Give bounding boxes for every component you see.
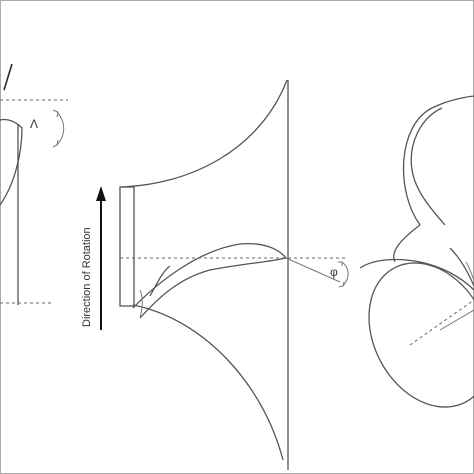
blade-outline bbox=[0, 118, 23, 206]
blade-cut-line bbox=[449, 247, 474, 287]
arc-arrowhead-top bbox=[52, 109, 59, 118]
hub-flare-lower bbox=[132, 304, 284, 461]
hub-axis-dash bbox=[409, 299, 474, 346]
pitch-angle-arc bbox=[341, 261, 349, 287]
left-panel: Λ bbox=[0, 63, 68, 305]
blade-tip-line bbox=[3, 63, 13, 91]
hub-flare-upper bbox=[119, 79, 288, 188]
pitch-arc-arrow-bottom bbox=[338, 281, 345, 288]
blade-leading-edge bbox=[132, 242, 287, 309]
rake-angle-arc bbox=[56, 111, 65, 146]
hub-neck bbox=[393, 224, 421, 263]
blade-back-outline bbox=[402, 95, 474, 226]
rotation-arrow-head bbox=[96, 186, 106, 201]
blade-root-curve bbox=[139, 289, 143, 319]
right-panel bbox=[359, 95, 474, 408]
hub-front-face bbox=[119, 186, 135, 307]
blade-trailing-edge bbox=[139, 257, 287, 319]
pitch-angle-line bbox=[285, 257, 341, 283]
hub-face-ellipse bbox=[368, 262, 474, 408]
blade-inner-outline bbox=[410, 107, 443, 171]
angle-label-phi: φ bbox=[330, 265, 338, 279]
rotation-direction-label: Direction of Rotation bbox=[81, 227, 93, 327]
middle-panel: φ Direction of Rotation bbox=[81, 79, 349, 470]
angle-label-lambda: Λ bbox=[30, 117, 38, 131]
blade-inner-lower bbox=[411, 169, 446, 226]
pitch-arc-arrow-top bbox=[338, 261, 343, 266]
arc-arrowhead-bottom bbox=[52, 139, 59, 148]
hub-top-arc bbox=[359, 258, 474, 291]
blade-cut-inner bbox=[465, 261, 474, 281]
hub-radial-line bbox=[439, 309, 474, 331]
blade-section-curve bbox=[149, 265, 171, 297]
